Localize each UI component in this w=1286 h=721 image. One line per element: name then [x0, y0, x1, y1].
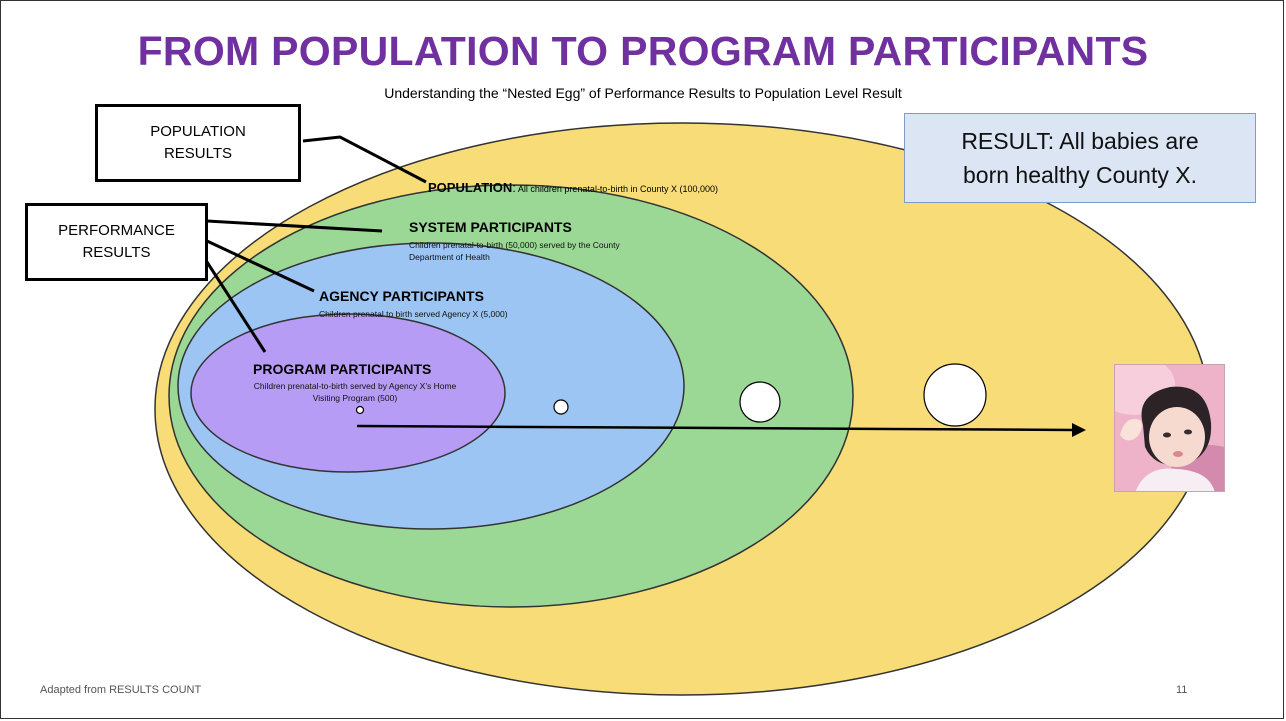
- system-desc: Children prenatal-to-birth (50,000) serv…: [409, 239, 709, 263]
- result-box: RESULT: All babies are born healthy Coun…: [904, 113, 1256, 203]
- result-arrow: [356, 424, 1075, 432]
- population-results-line2: RESULTS: [163, 145, 233, 162]
- population-connector: [302, 135, 427, 184]
- result-line2: born healthy County X.: [963, 162, 1197, 188]
- baby-photo: [1114, 364, 1225, 492]
- performance-results-line1: PERFORMANCE: [58, 222, 175, 239]
- circle-system: [739, 381, 781, 423]
- agency-desc: Children prenatal to birth served Agency…: [319, 309, 508, 319]
- population-title: POPULATION: [428, 180, 513, 195]
- circle-population: [923, 363, 987, 427]
- population-desc: All children prenatal-to-birth in County…: [515, 184, 718, 194]
- program-desc: Children prenatal-to-birth served by Age…: [210, 380, 500, 404]
- population-results-box: POPULATION RESULTS: [95, 104, 301, 182]
- performance-connector-program: [205, 261, 267, 353]
- program-title: PROGRAM PARTICIPANTS: [253, 361, 432, 377]
- circle-agency: [553, 399, 569, 415]
- population-results-line1: POPULATION: [150, 123, 246, 140]
- program-ellipse: [190, 313, 506, 473]
- circle-small: [355, 405, 365, 415]
- performance-connector-agency: [206, 239, 315, 293]
- population-colon: :: [512, 180, 516, 195]
- baby-illustration: [1115, 365, 1224, 491]
- program-desc-line1: Children prenatal-to-birth served by Age…: [253, 381, 457, 391]
- agency-title: AGENCY PARTICIPANTS: [319, 288, 484, 304]
- footer-source: Adapted from RESULTS COUNT: [40, 684, 202, 696]
- result-line1: RESULT: All babies are: [961, 128, 1199, 154]
- population-label: POPULATION: All children prenatal-to-bir…: [428, 180, 718, 195]
- slide-title: FROM POPULATION TO PROGRAM PARTICIPANTS: [137, 28, 1149, 74]
- slide-subtitle: Understanding the “Nested Egg” of Perfor…: [384, 85, 902, 101]
- system-desc-line1: Children prenatal-to-birth (50,000) serv…: [409, 240, 620, 250]
- performance-results-box: PERFORMANCE RESULTS: [25, 203, 208, 281]
- system-desc-line2: Department of Health: [409, 252, 490, 262]
- program-desc-line2: Visiting Program (500): [312, 393, 398, 403]
- result-arrow-head: [1072, 423, 1086, 437]
- page-number: 11: [1176, 684, 1188, 696]
- system-title: SYSTEM PARTICIPANTS: [409, 219, 572, 235]
- performance-connector-system: [206, 219, 383, 233]
- performance-results-line2: RESULTS: [82, 244, 151, 261]
